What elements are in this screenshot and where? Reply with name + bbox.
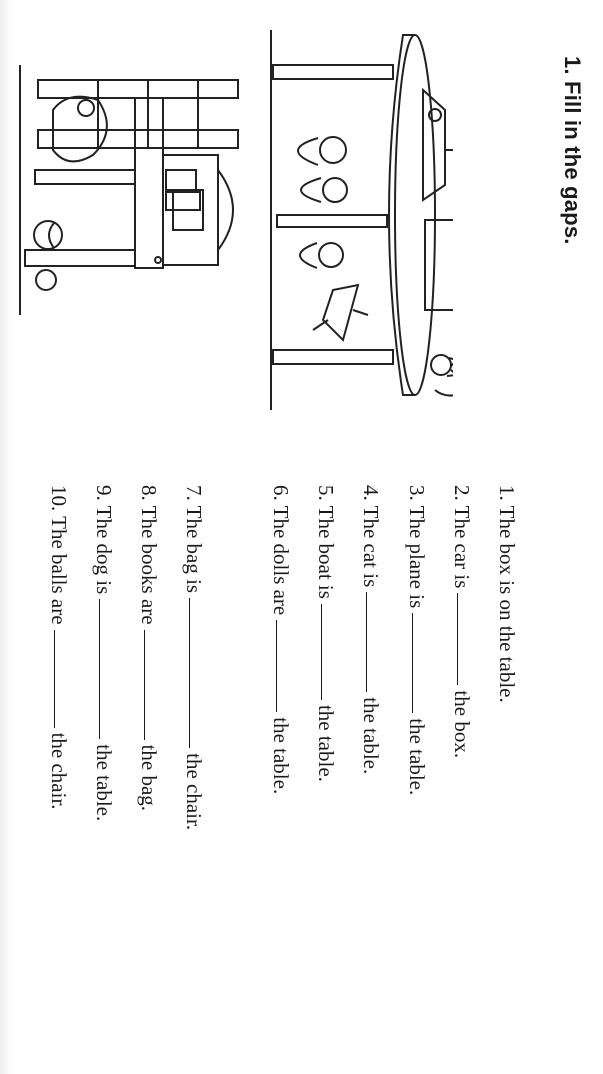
sentence-1: 1. The box is on the table.: [493, 485, 521, 703]
answer-gap-4[interactable]: [366, 592, 368, 693]
sentence-7-end: the chair.: [182, 753, 206, 831]
sentence-4-start: 4. The cat is: [359, 485, 383, 588]
sentence-8-end: the bag.: [137, 744, 161, 812]
answer-gap-6[interactable]: [276, 620, 278, 713]
sentence-3: 3. The plane is the table.: [403, 485, 431, 795]
sentence-9: 9. The dog is the table.: [90, 485, 118, 821]
sentence-9-start: 9. The dog is: [92, 485, 116, 595]
sentence-1-text: 1. The box is on the table.: [495, 485, 519, 703]
answer-gap-9[interactable]: [99, 599, 101, 740]
sentence-7-start: 7. The bag is: [182, 485, 206, 594]
sentence-9-end: the table.: [92, 744, 116, 822]
answer-gap-10[interactable]: [54, 629, 56, 728]
sentence-5-end: the table.: [314, 704, 338, 782]
answer-gap-3[interactable]: [412, 613, 414, 714]
sentence-6-end: the table.: [269, 717, 293, 795]
exercise-heading: 1. Fill in the gaps.: [560, 56, 585, 245]
sentence-4: 4. The cat is the table.: [357, 485, 385, 774]
sentence-7: 7. The bag is the chair.: [180, 485, 208, 830]
sentence-10-start: 10. The balls are: [47, 485, 71, 625]
sentence-5: 5. The boat is the table.: [312, 485, 340, 782]
chair-with-bag-illustration: [8, 60, 258, 320]
sentence-10: 10. The balls are the chair.: [45, 485, 73, 810]
sentence-6-start: 6. The dolls are: [269, 485, 293, 616]
sentence-8-start: 8. The books are: [137, 485, 161, 625]
answer-gap-7[interactable]: [189, 598, 191, 749]
sentence-10-end: the chair.: [47, 732, 71, 810]
table-with-toys-illustration: [263, 20, 453, 420]
sentence-6: 6. The dolls are the table.: [267, 485, 295, 794]
sentence-3-end: the table.: [405, 718, 429, 796]
sentence-5-start: 5. The boat is: [314, 485, 338, 599]
sentence-3-start: 3. The plane is: [405, 485, 429, 609]
answer-gap-8[interactable]: [144, 629, 146, 740]
sentence-2-end: the box.: [450, 690, 474, 759]
sentence-8: 8. The books are the bag.: [135, 485, 163, 811]
sentence-4-end: the table.: [359, 697, 383, 775]
sentence-2-start: 2. The car is: [450, 485, 474, 589]
answer-gap-2[interactable]: [457, 593, 459, 686]
answer-gap-5[interactable]: [321, 603, 323, 700]
sentence-2: 2. The car is the box.: [448, 485, 476, 758]
